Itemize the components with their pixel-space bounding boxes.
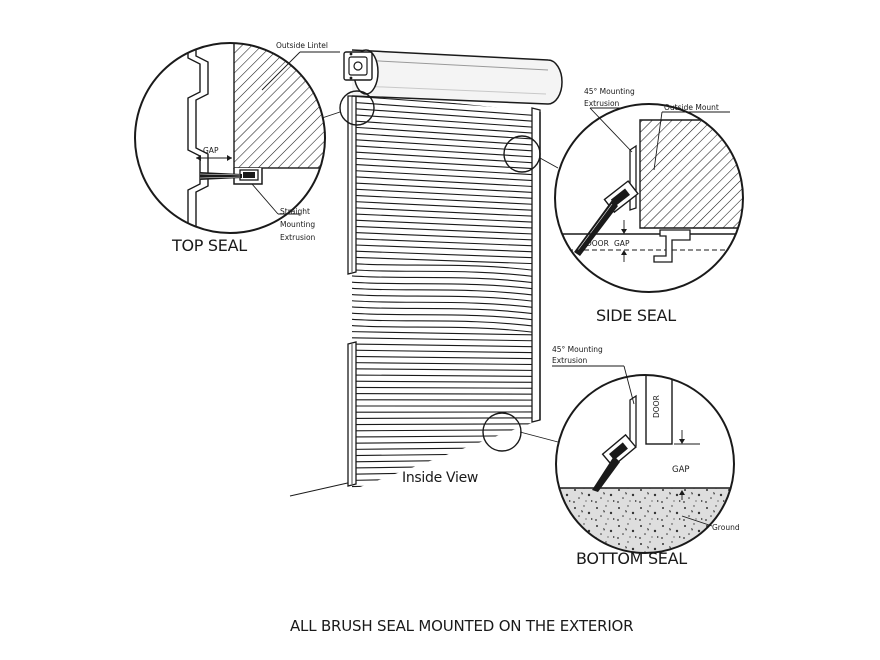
bottom-seal-detail: DOOR GAP 45° Mounting Extrusion Ground B… — [552, 345, 740, 568]
door-slat-line — [352, 318, 540, 328]
door-slat-line — [352, 488, 540, 490]
door-slat-line — [352, 207, 540, 218]
door-slat-line — [352, 169, 540, 182]
door-slat-line — [352, 120, 540, 135]
door-slat-line — [352, 331, 540, 336]
door-slat-line — [352, 225, 540, 235]
side-gap-label: GAP — [614, 239, 630, 248]
diagram-caption: ALL BRUSH SEAL MOUNTED ON THE EXTERIOR — [290, 617, 633, 635]
door-slat-line — [352, 151, 540, 164]
straight-extrusion-label-1: Straight — [280, 207, 310, 216]
door-slat-line — [352, 287, 540, 297]
door-slat-line — [352, 417, 540, 419]
door-slat-line — [352, 300, 540, 310]
door-slat-line — [352, 262, 540, 272]
top-seal-title: TOP SEAL — [171, 236, 247, 255]
door-slat-line — [352, 349, 540, 354]
door-slat-line — [352, 213, 540, 224]
door-slat-line — [352, 343, 540, 348]
door-slat-line — [352, 429, 540, 432]
straight-extrusion-label-3: Extrusion — [280, 233, 316, 242]
bottom-gap-label: GAP — [672, 465, 690, 475]
side-seal-title: SIDE SEAL — [596, 306, 676, 325]
door-slat-line — [352, 194, 540, 206]
door-slat-line — [352, 337, 540, 342]
rolling-door — [289, 92, 542, 499]
door-slat-line — [352, 250, 540, 259]
door-slats — [350, 92, 542, 499]
door-slat-line — [352, 188, 540, 200]
door-slat-line — [352, 132, 540, 147]
side-door-label: DOOR — [586, 239, 609, 248]
door-slat-line — [352, 380, 540, 383]
bottom-seal-title: BOTTOM SEAL — [576, 549, 687, 568]
door-slat-line — [352, 101, 540, 117]
door-slat-line — [352, 256, 540, 265]
top-gap-label: GAP — [203, 146, 219, 155]
roller-drum — [343, 49, 563, 105]
bottom-extrusion-label-1: 45° Mounting — [552, 345, 603, 354]
side-extrusion-label-2: Extrusion — [584, 99, 620, 108]
top-seal-detail: GAP Outside Lintel Straight Mounting Ext… — [134, 41, 340, 255]
door-slat-line — [352, 368, 540, 372]
door-slat-line — [352, 238, 540, 247]
door-slat-line — [352, 244, 540, 253]
side-seal-locator — [503, 135, 541, 173]
door-slat-line — [352, 275, 540, 285]
door-slat-line — [352, 423, 540, 426]
door-slat-line — [352, 374, 540, 377]
door-slat-line — [352, 362, 540, 366]
door-slat-line — [350, 495, 542, 499]
door-slat-line — [352, 281, 540, 291]
door-slat-line — [352, 182, 540, 194]
door-slat-line — [352, 126, 540, 141]
outside-lintel-label: Outside Lintel — [276, 41, 328, 50]
door-slat-line — [352, 107, 540, 123]
door-slat-line — [352, 324, 540, 334]
door-slat-line — [352, 176, 540, 188]
door-slat-line — [352, 114, 540, 129]
bottom-extrusion-label-2: Extrusion — [552, 356, 588, 365]
door-slat-line — [352, 138, 540, 152]
door-slat-line — [352, 145, 540, 158]
door-slat-line — [352, 312, 540, 322]
door-slat-line — [352, 293, 540, 303]
door-slat-line — [352, 306, 540, 316]
side-extrusion-label-1: 45° Mounting — [584, 87, 635, 96]
door-slat-line — [352, 269, 540, 279]
side-seal-detail: DOOR GAP 45° Mounting Extrusion Outside … — [554, 87, 744, 325]
door-slat-line — [352, 386, 540, 389]
door-slat-line — [352, 355, 540, 360]
door-slat-line — [352, 219, 540, 229]
door-slat-line — [352, 393, 540, 395]
inside-view-label: Inside View — [402, 470, 478, 486]
outside-mount-label: Outside Mount — [664, 103, 719, 112]
top-seal-locator — [339, 90, 375, 126]
straight-extrusion-label-2: Mounting — [280, 220, 315, 229]
ground-label: Ground — [712, 523, 740, 532]
door-slat-line — [352, 200, 540, 212]
door-slat-line — [352, 163, 540, 176]
door-slat-line — [352, 231, 540, 241]
bottom-door-label: DOOR — [652, 395, 661, 418]
